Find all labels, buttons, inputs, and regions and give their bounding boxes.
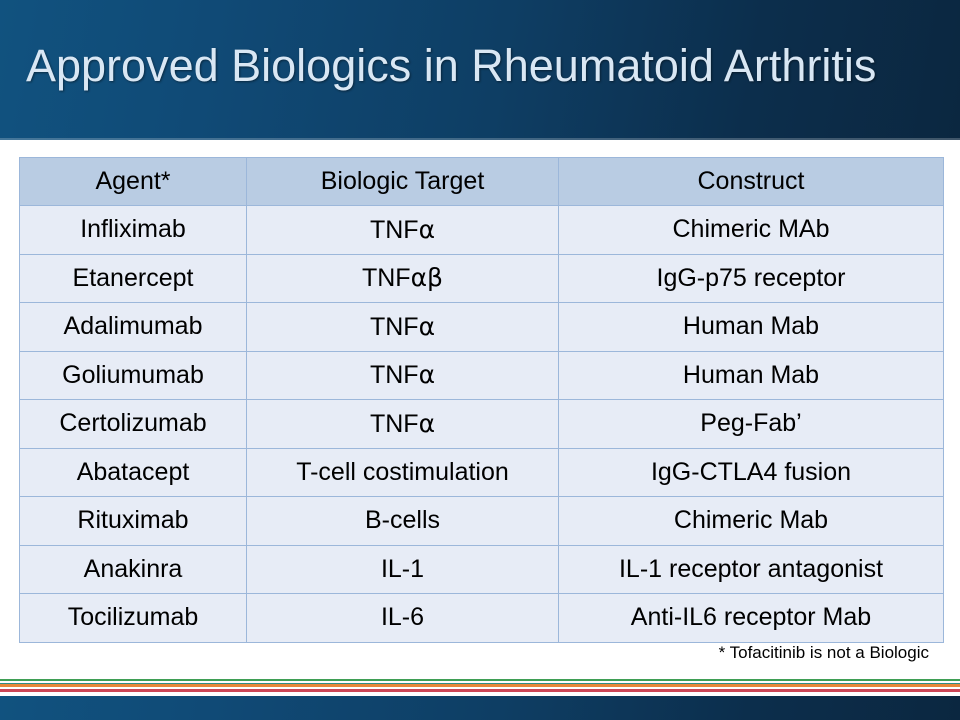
table-header-row: Agent* Biologic Target Construct (19, 157, 944, 206)
cell-construct: Chimeric Mab (558, 496, 944, 546)
cell-construct: Anti-IL6 receptor Mab (558, 593, 944, 643)
cell-agent: Etanercept (19, 253, 247, 303)
cell-biologic-target: IL-6 (246, 593, 559, 643)
stripe-white-second (0, 681, 960, 683)
cell-agent: Anakinra (19, 544, 247, 594)
greek-symbol: α (418, 408, 436, 438)
cell-construct: IgG-p75 receptor (558, 253, 944, 303)
greek-symbol: α (418, 214, 436, 244)
cell-biologic-target: TNFα (246, 205, 559, 255)
stripe-white-bottom (0, 692, 960, 696)
cell-agent: Tocilizumab (19, 593, 247, 643)
cell-agent: Adalimumab (19, 302, 247, 352)
footnote: * Tofacitinib is not a Biologic (718, 643, 929, 662)
cell-biologic-target: B-cells (246, 496, 559, 546)
cell-agent: Certolizumab (19, 399, 247, 449)
cell-biologic-target: TNFα (246, 302, 559, 352)
cell-agent: Abatacept (19, 447, 247, 497)
cell-agent: Goliumumab (19, 350, 247, 400)
cell-construct: Chimeric MAb (558, 205, 944, 255)
stripe-orange (0, 684, 960, 687)
greek-symbol: α (418, 360, 436, 390)
title-band: Approved Biologics in Rheumatoid Arthrit… (0, 0, 960, 140)
column-header-target: Biologic Target (246, 157, 559, 206)
cell-agent: Rituximab (19, 496, 247, 546)
cell-construct: Human Mab (558, 350, 944, 400)
greek-symbol: α (418, 311, 436, 341)
stripe-red (0, 689, 960, 692)
stripe-green (0, 679, 960, 681)
page-title: Approved Biologics in Rheumatoid Arthrit… (26, 40, 877, 91)
cell-construct: Peg-Fab’ (558, 399, 944, 449)
stripe-white-third (0, 687, 960, 689)
decorative-stripes (0, 676, 960, 696)
cell-construct: Human Mab (558, 302, 944, 352)
cell-biologic-target: T-cell costimulation (246, 447, 559, 497)
biologics-table-container: Agent* Biologic Target Construct Inflixi… (19, 157, 944, 643)
column-header-construct: Construct (558, 157, 944, 206)
cell-biologic-target: TNFαβ (246, 253, 559, 303)
biologics-table: Agent* Biologic Target Construct Inflixi… (19, 157, 944, 643)
cell-biologic-target: TNFα (246, 350, 559, 400)
stripe-teal (0, 683, 960, 684)
cell-biologic-target: IL-1 (246, 544, 559, 594)
cell-construct: IgG-CTLA4 fusion (558, 447, 944, 497)
stripe-white-top (0, 676, 960, 679)
cell-biologic-target: TNFα (246, 399, 559, 449)
cell-construct: IL-1 receptor antagonist (558, 544, 944, 594)
table-header: Agent* Biologic Target Construct (19, 157, 944, 206)
cell-agent: Infliximab (19, 205, 247, 255)
footer-band (0, 696, 960, 720)
greek-symbol: αβ (410, 263, 444, 293)
column-header-agent: Agent* (19, 157, 247, 206)
